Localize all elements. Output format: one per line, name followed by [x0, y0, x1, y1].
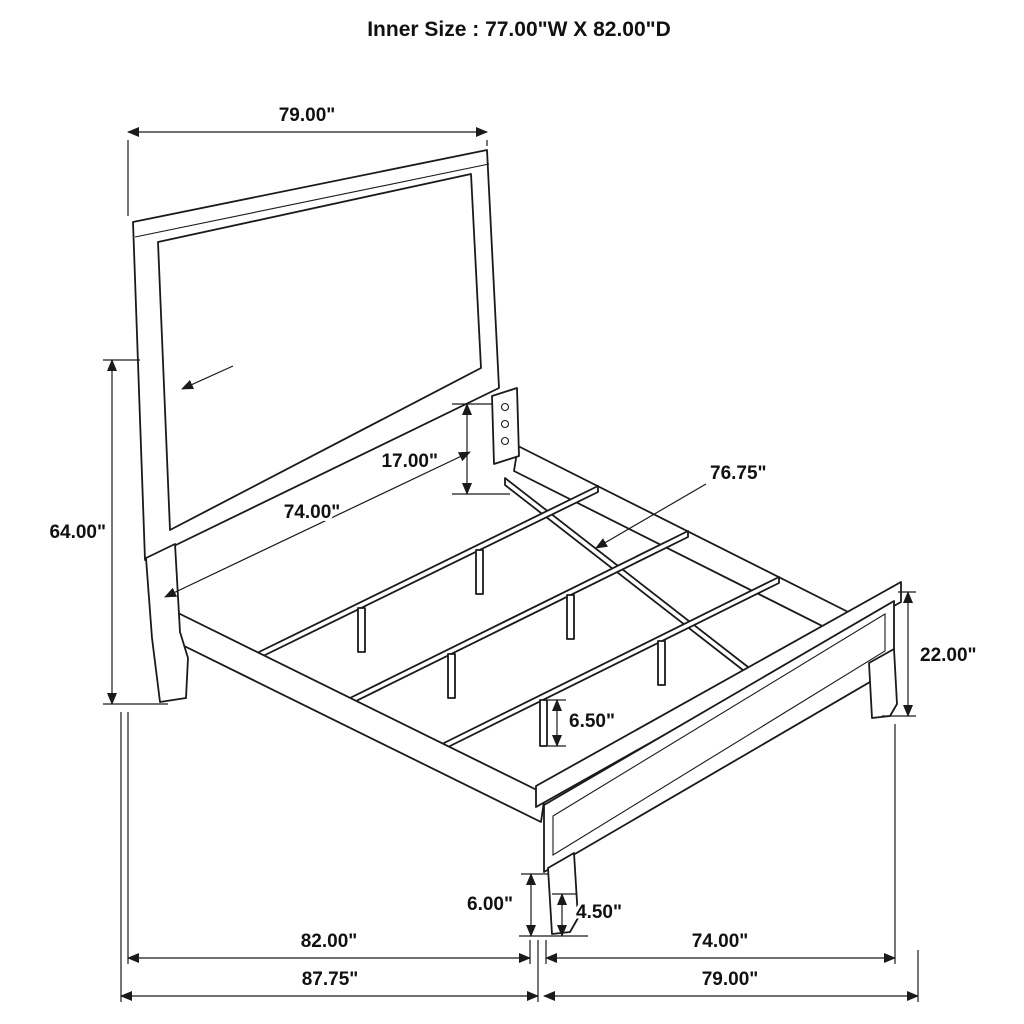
dim-label-footboard-leg-height: 4.50" [576, 902, 622, 923]
slat [349, 530, 689, 705]
dim-headboard-height: 64.00" [46, 359, 168, 705]
dimension-line [164, 451, 471, 598]
slat-leg [447, 653, 456, 699]
footboard-right-leg [868, 648, 898, 719]
slat-leg [357, 607, 366, 653]
dim-rail-length: 82.00" [127, 712, 531, 964]
headboard-inner-panel [157, 173, 482, 531]
footboard-panel [543, 600, 895, 873]
slat-leg [657, 640, 666, 686]
dim-inner-width-bottom: 74.00" [545, 724, 896, 964]
dim-label-slat-rail-length: 76.75" [710, 463, 767, 484]
rail-bracket [491, 387, 520, 465]
dim-label-overall-depth: 87.75" [302, 969, 359, 990]
bracket-bolt-hole [500, 419, 510, 429]
footboard [535, 581, 902, 935]
dim-label-headboard-height: 64.00" [49, 522, 106, 543]
bed-frame-drawing [132, 149, 902, 935]
dim-label-headboard-width: 79.00" [279, 105, 336, 126]
dim-label-panel-drop: 17.00" [381, 451, 438, 472]
bracket-bolt-hole [500, 402, 510, 412]
dim-front-leg-height: 6.00" [464, 873, 588, 937]
dim-overall-width: 79.00" [543, 950, 919, 1002]
dim-slat-leg-height: 6.50" [548, 699, 618, 747]
leader-line [595, 483, 707, 549]
dim-label-front-leg-height: 6.00" [467, 894, 513, 915]
page-title: Inner Size : 77.00"W X 82.00"D [367, 18, 671, 41]
dim-label-footboard-height: 22.00" [920, 645, 977, 666]
slat-leg [566, 594, 575, 640]
footboard-top-cap [535, 581, 902, 808]
bracket-bolt-hole [500, 436, 510, 446]
dim-headboard-width: 79.00" [127, 102, 488, 216]
dim-label-inner-width-top: 74.00" [284, 502, 341, 523]
slat-leg [475, 549, 484, 595]
dim-footboard-leg-height: 4.50" [552, 893, 625, 937]
footboard-inner-panel [552, 613, 886, 856]
dimension-annotations: 79.00" 64.00" 17.00" 74.00" 76.75" [46, 102, 980, 1002]
slat-leg [539, 699, 548, 747]
dim-overall-depth: 87.75" [120, 712, 539, 1002]
dim-slat-rail-length: 76.75" [595, 460, 770, 549]
dim-label-overall-width: 79.00" [702, 969, 759, 990]
panel-leader-line [181, 365, 234, 390]
dim-label-inner-width-bottom: 74.00" [692, 931, 749, 952]
dim-label-rail-length: 82.00" [301, 931, 358, 952]
dim-label-slat-leg-height: 6.50" [569, 711, 615, 732]
dim-inner-width-top: 74.00" [164, 451, 471, 598]
headboard-crown-line [134, 163, 490, 238]
dim-footboard-height: 22.00" [882, 591, 980, 717]
